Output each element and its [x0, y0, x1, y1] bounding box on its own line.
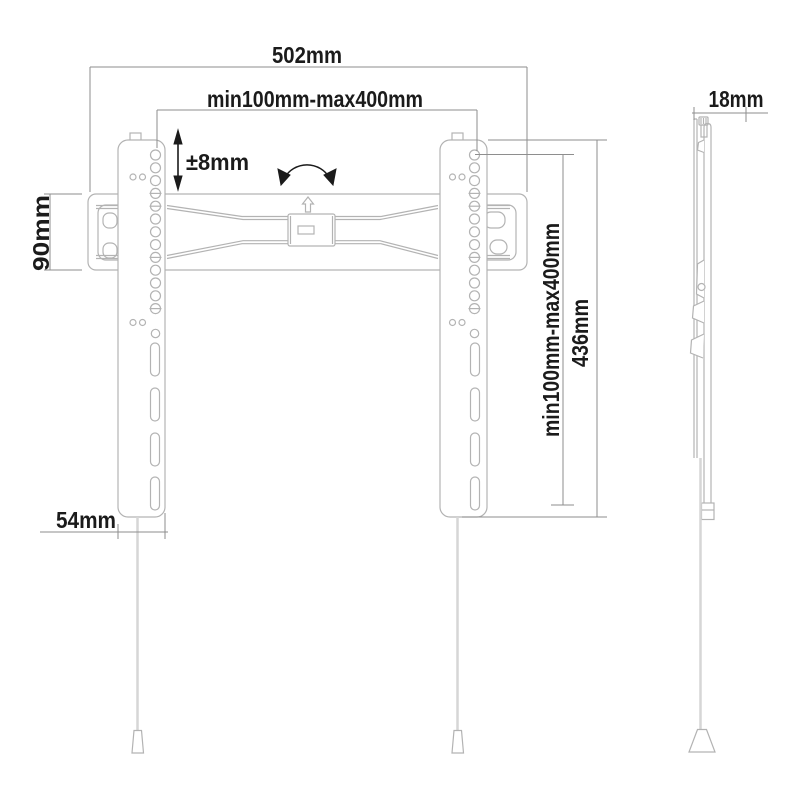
dimension-bracket-width: 54mm	[40, 507, 168, 539]
left-vesa-holes	[149, 149, 162, 315]
right-rail-hole	[469, 328, 480, 339]
dimension-vesa-height: min100mm-max400mm	[475, 154, 574, 506]
lift-off-arrow-icon	[301, 196, 315, 213]
motion-annotations	[277, 164, 337, 213]
right-tv-bracket	[439, 132, 488, 518]
right-rail-pin	[448, 318, 457, 327]
release-cords	[131, 517, 465, 754]
left-rail-pin	[129, 318, 137, 327]
dimension-bracket-height-label: 436mm	[567, 299, 593, 367]
tilt-arc-right-head	[323, 168, 337, 187]
right-rail-slots	[469, 342, 481, 511]
left-rail-body	[117, 139, 166, 518]
dimension-vesa-width: min100mm-max400mm	[156, 86, 478, 151]
right-vesa-holes	[468, 149, 481, 315]
left-rail-pin	[138, 318, 147, 327]
center-lock-box	[287, 213, 336, 247]
dimension-lines	[156, 109, 478, 151]
left-tv-bracket	[117, 132, 166, 518]
dimension-lines	[40, 513, 168, 539]
left-rail-pin	[129, 173, 137, 181]
dimension-lines	[692, 107, 768, 122]
left-cap-slot-top	[102, 212, 118, 229]
wall-plate-rib-bottom	[96, 240, 510, 260]
dimension-vesa-height-label: min100mm-max400mm	[538, 223, 564, 437]
dimension-vertical-adjust: ±8mm	[173, 128, 249, 192]
right-cord-tip	[451, 729, 465, 754]
dimension-vertical-adjust-label: ±8mm	[186, 149, 249, 175]
lock-box	[287, 213, 336, 247]
dimension-annotations: 502mm min100mm-max400mm 90mm min100mm-ma…	[28, 42, 768, 539]
right-rail-pin	[458, 318, 466, 327]
dimension-depth: 18mm	[692, 86, 768, 122]
left-rail-slots	[149, 342, 161, 511]
dimension-depth-label: 18mm	[709, 86, 764, 112]
dimension-lines	[475, 154, 574, 506]
side-view	[688, 116, 716, 753]
dimension-plate-height: 90mm	[28, 193, 82, 271]
right-rail-pin	[448, 173, 457, 181]
dimension-lines	[89, 66, 528, 192]
dimension-total-width-label: 502mm	[272, 42, 342, 68]
right-rail-pin	[458, 173, 466, 181]
side-rail-foot	[700, 502, 715, 521]
dimension-lines	[44, 193, 82, 271]
left-rail-pin	[138, 173, 147, 181]
dimension-lines	[462, 139, 607, 518]
arrow-down-head	[173, 175, 183, 192]
left-cord-tip	[131, 729, 145, 754]
dimension-bracket-height: 436mm	[462, 139, 607, 518]
left-cap-slot-bottom	[102, 242, 118, 259]
dimension-total-width: 502mm	[89, 42, 528, 192]
dimension-bracket-width-label: 54mm	[56, 507, 116, 533]
lock-box-slot	[297, 225, 315, 235]
left-rail-hole	[150, 328, 161, 339]
dimension-plate-height-label: 90mm	[28, 195, 54, 271]
tilt-arc-icon	[284, 164, 330, 178]
tilt-arc-left-head	[277, 168, 291, 187]
dimension-vesa-width-label: min100mm-max400mm	[207, 86, 423, 112]
right-cap-slot-bottom	[489, 239, 508, 255]
lock-box-flanges	[289, 216, 334, 244]
side-hooks	[689, 139, 706, 359]
front-view	[87, 132, 528, 754]
arrow-up-head	[173, 128, 183, 145]
side-cord-tip	[688, 728, 716, 753]
side-rail-profile	[703, 122, 712, 503]
